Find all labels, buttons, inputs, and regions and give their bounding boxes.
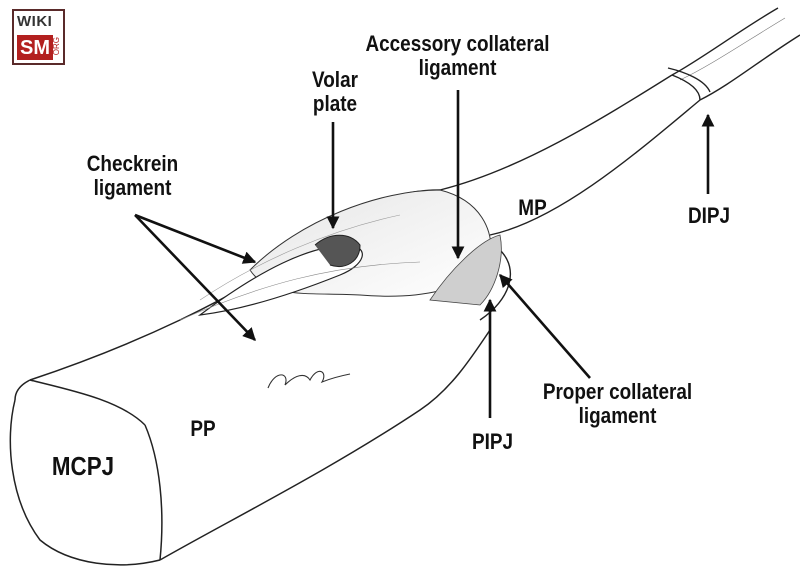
label-proper-collateral-ligament: Proper collateral ligament (542, 379, 693, 428)
label-accessory-collateral-ligament: Accessory collateral ligament (365, 31, 550, 80)
logo-text-suffix: ORG (52, 37, 61, 56)
label-arrows (134, 90, 715, 418)
label-pp: PP (190, 416, 216, 441)
arrow-proper-collateral (499, 274, 591, 379)
label-dipj: DIPJ (687, 203, 731, 228)
logo-text-bottom: SM (17, 35, 53, 60)
volar-plate-region (179, 189, 502, 321)
logo-text-top: WIKI (17, 13, 53, 30)
label-pipj: PIPJ (471, 429, 514, 454)
wikism-logo: WIKI SM ORG (12, 9, 65, 65)
arrow-checkrein-upper (134, 213, 257, 264)
label-mp: MP (518, 195, 547, 220)
artist-signature (267, 370, 351, 389)
distal-phalanx (671, 7, 800, 101)
label-volar-plate: Volar plate (312, 67, 358, 116)
arrow-checkrein-lower (134, 214, 256, 341)
label-mcpj: MCPJ (51, 451, 115, 481)
label-checkrein-ligament: Checkrein ligament (86, 151, 179, 200)
